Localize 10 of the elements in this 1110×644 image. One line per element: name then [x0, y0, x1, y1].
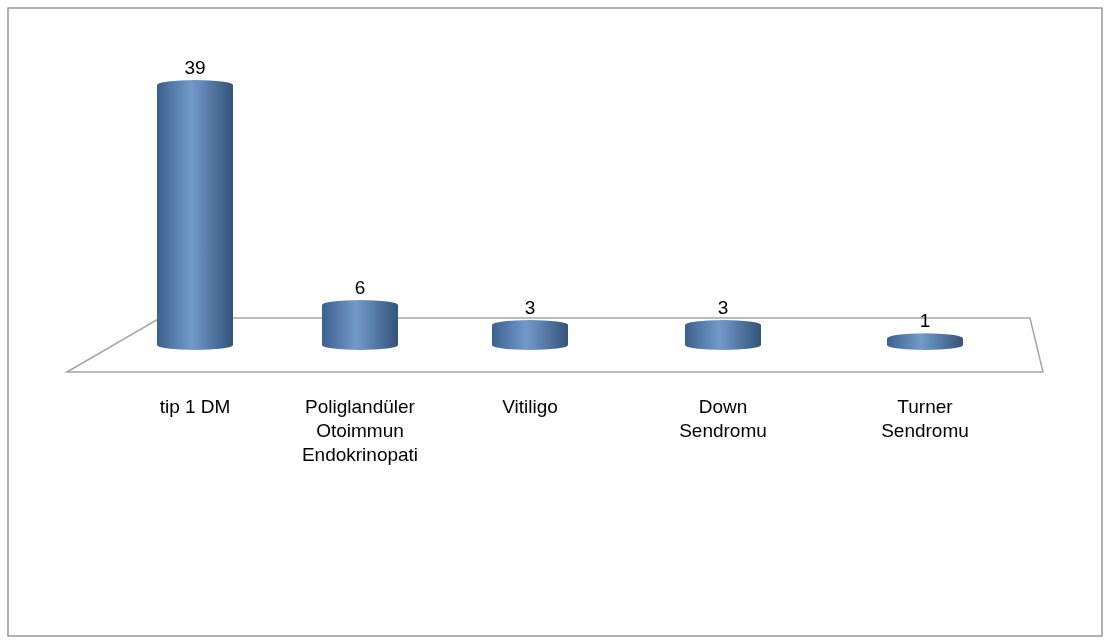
value-label: 3 [717, 297, 729, 318]
value-label: 6 [354, 277, 366, 298]
category-label: tip 1 DM [158, 395, 232, 419]
category-label: Vitiligo [501, 395, 559, 419]
value-label: 39 [184, 57, 206, 78]
value-label: 1 [919, 310, 931, 332]
value-label: 3 [524, 297, 536, 318]
category-label: Turner Sendromu [880, 395, 970, 443]
category-label: Poliglandüler Otoimmun Endokrinopati [300, 395, 420, 467]
category-label: Down Sendromu [678, 395, 768, 443]
